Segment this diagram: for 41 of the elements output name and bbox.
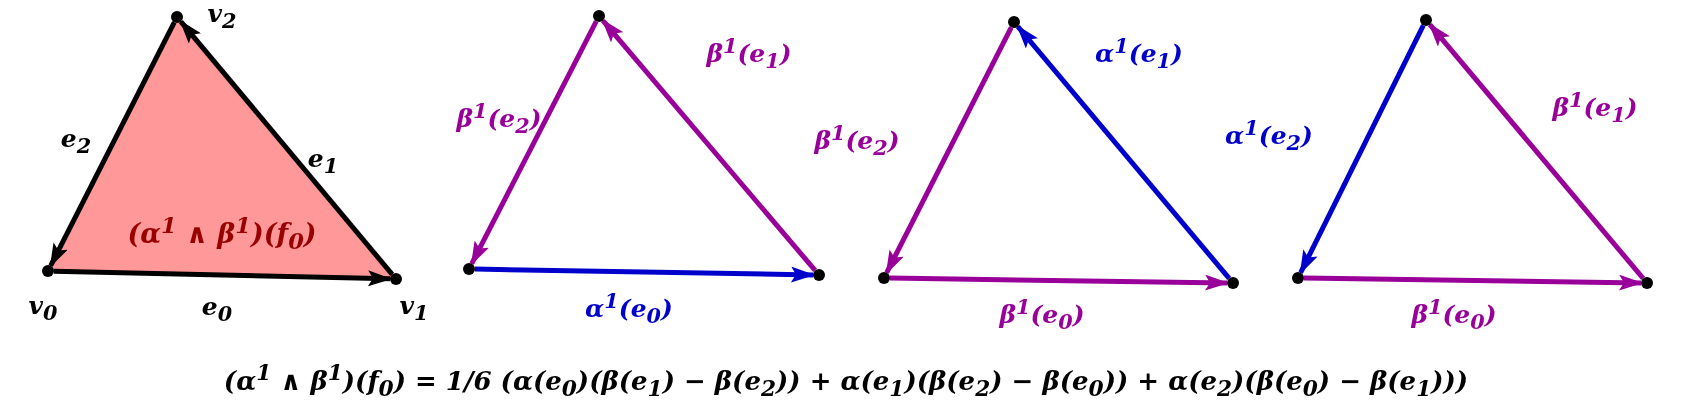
vertex-dot [1008, 16, 1020, 28]
edge-label: β$^{1}$(e$_{0}$) [1411, 296, 1497, 334]
formula: (α$^{1}$ ∧ β$^{1}$)(f$_{0}$) = 1/6 (α(e$_{0}$)(β(e$_{1}$) − β(e$_{2}$)) + α(e$_{1}$)(β(e$_{2}$) − β(e$_{0}$)) + α(e$_{2}$)(β(e$_{0}$) − β(e$_{1}$))) [223, 362, 1469, 400]
vertex-dot [390, 273, 402, 285]
vertex-dot [1292, 272, 1304, 284]
vertex-dot [463, 263, 475, 275]
vertex-dot [42, 265, 54, 277]
vertex-dot [878, 272, 890, 284]
vertex-label: v$_{0}$ [28, 292, 58, 324]
vertex-dot [1420, 14, 1432, 26]
vertex-dot [1227, 277, 1239, 289]
edge-label: β$^{1}$(e$_{0}$) [999, 296, 1085, 334]
arrow [474, 266, 815, 283]
arrow [1303, 274, 1643, 291]
face-label: (α$^{1}$ ∧ β$^{1}$)(f$_{0}$) [127, 213, 317, 253]
vertex-dot [593, 10, 605, 22]
edge-label: α$^{1}$(e$_{1}$) [1095, 35, 1183, 73]
arrow [1427, 23, 1646, 280]
edge-label: β$^{1}$(e$_{2}$) [814, 122, 900, 160]
arrow [53, 268, 392, 287]
edge-label: e$_{1}$ [307, 145, 339, 177]
edge-label: β$^{1}$(e$_{1}$) [1552, 89, 1638, 127]
edge-label: e$_{0}$ [201, 293, 233, 325]
arrow [600, 18, 818, 273]
arrow [178, 20, 395, 276]
edge-label: α$^{1}$(e$_{0}$) [585, 290, 673, 328]
vertex-dot [813, 269, 825, 281]
edge-label: α$^{1}$(e$_{2}$) [1225, 117, 1313, 155]
arrow [884, 26, 1014, 275]
vertex-label: v$_{2}$ [207, 0, 237, 32]
arrow [48, 21, 177, 268]
arrow [469, 20, 599, 266]
edge-label: β$^{1}$(e$_{1}$) [706, 35, 792, 73]
vertex-dot [171, 11, 183, 23]
edge-label: β$^{1}$(e$_{2}$) [456, 100, 542, 138]
vertex-dot [1641, 277, 1653, 289]
vertex-label: v$_{1}$ [399, 292, 429, 324]
edge-label: e$_{2}$ [60, 125, 92, 157]
arrow [889, 274, 1229, 291]
arrow [1298, 24, 1426, 275]
arrow [1015, 25, 1232, 280]
